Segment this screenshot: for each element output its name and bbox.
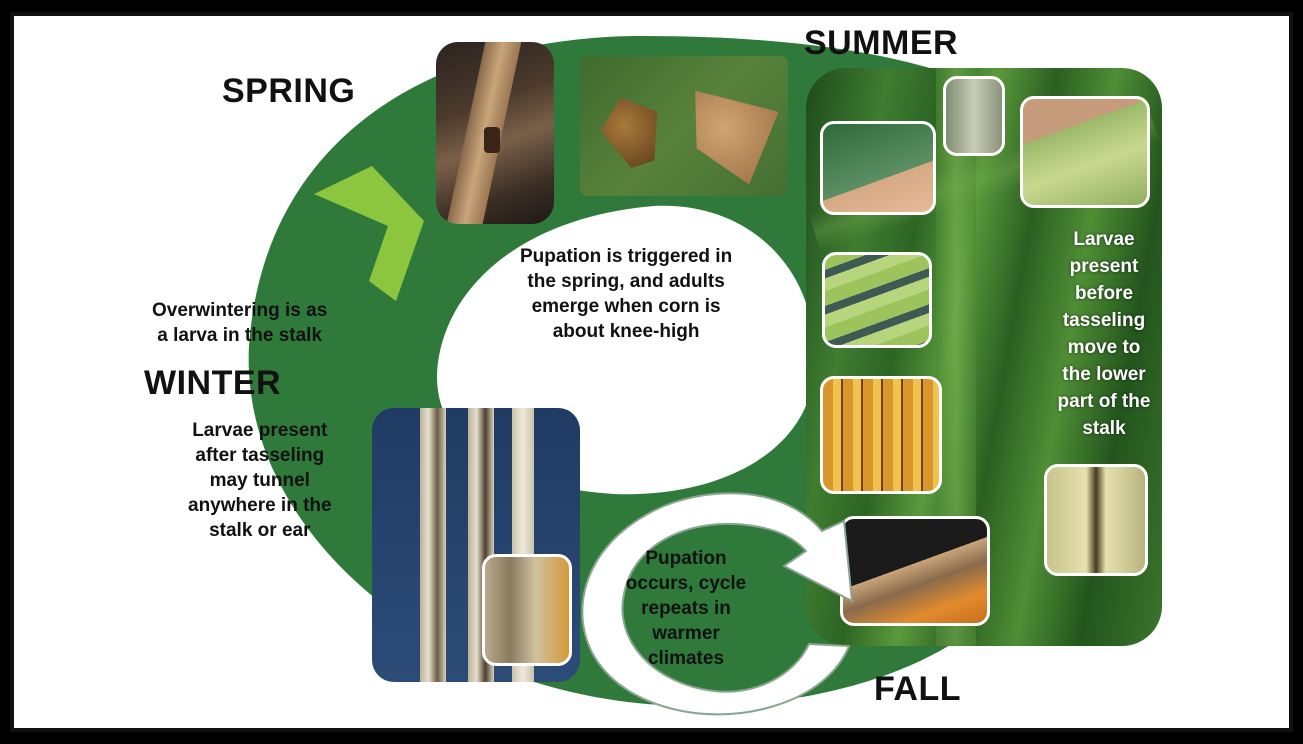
pupation-spring-note: Pupation is triggered in the spring, and… <box>520 244 732 344</box>
overwintering-note: Overwintering is as a larva in the stalk <box>152 298 327 348</box>
diagram-frame: SPRING SUMMER FALL WINTER Overwintering … <box>10 12 1293 732</box>
larvae-after-tasseling-note: Larvae present after tasseling may tunne… <box>188 418 332 543</box>
season-summer: SUMMER <box>804 24 958 63</box>
larvae-before-tasseling-note: Larvae present before tasseling move to … <box>1044 226 1164 442</box>
season-fall: FALL <box>874 670 961 709</box>
pupation-repeat-note: Pupation occurs, cycle repeats in warmer… <box>616 546 756 671</box>
season-spring: SPRING <box>222 72 355 111</box>
season-winter: WINTER <box>144 364 281 403</box>
